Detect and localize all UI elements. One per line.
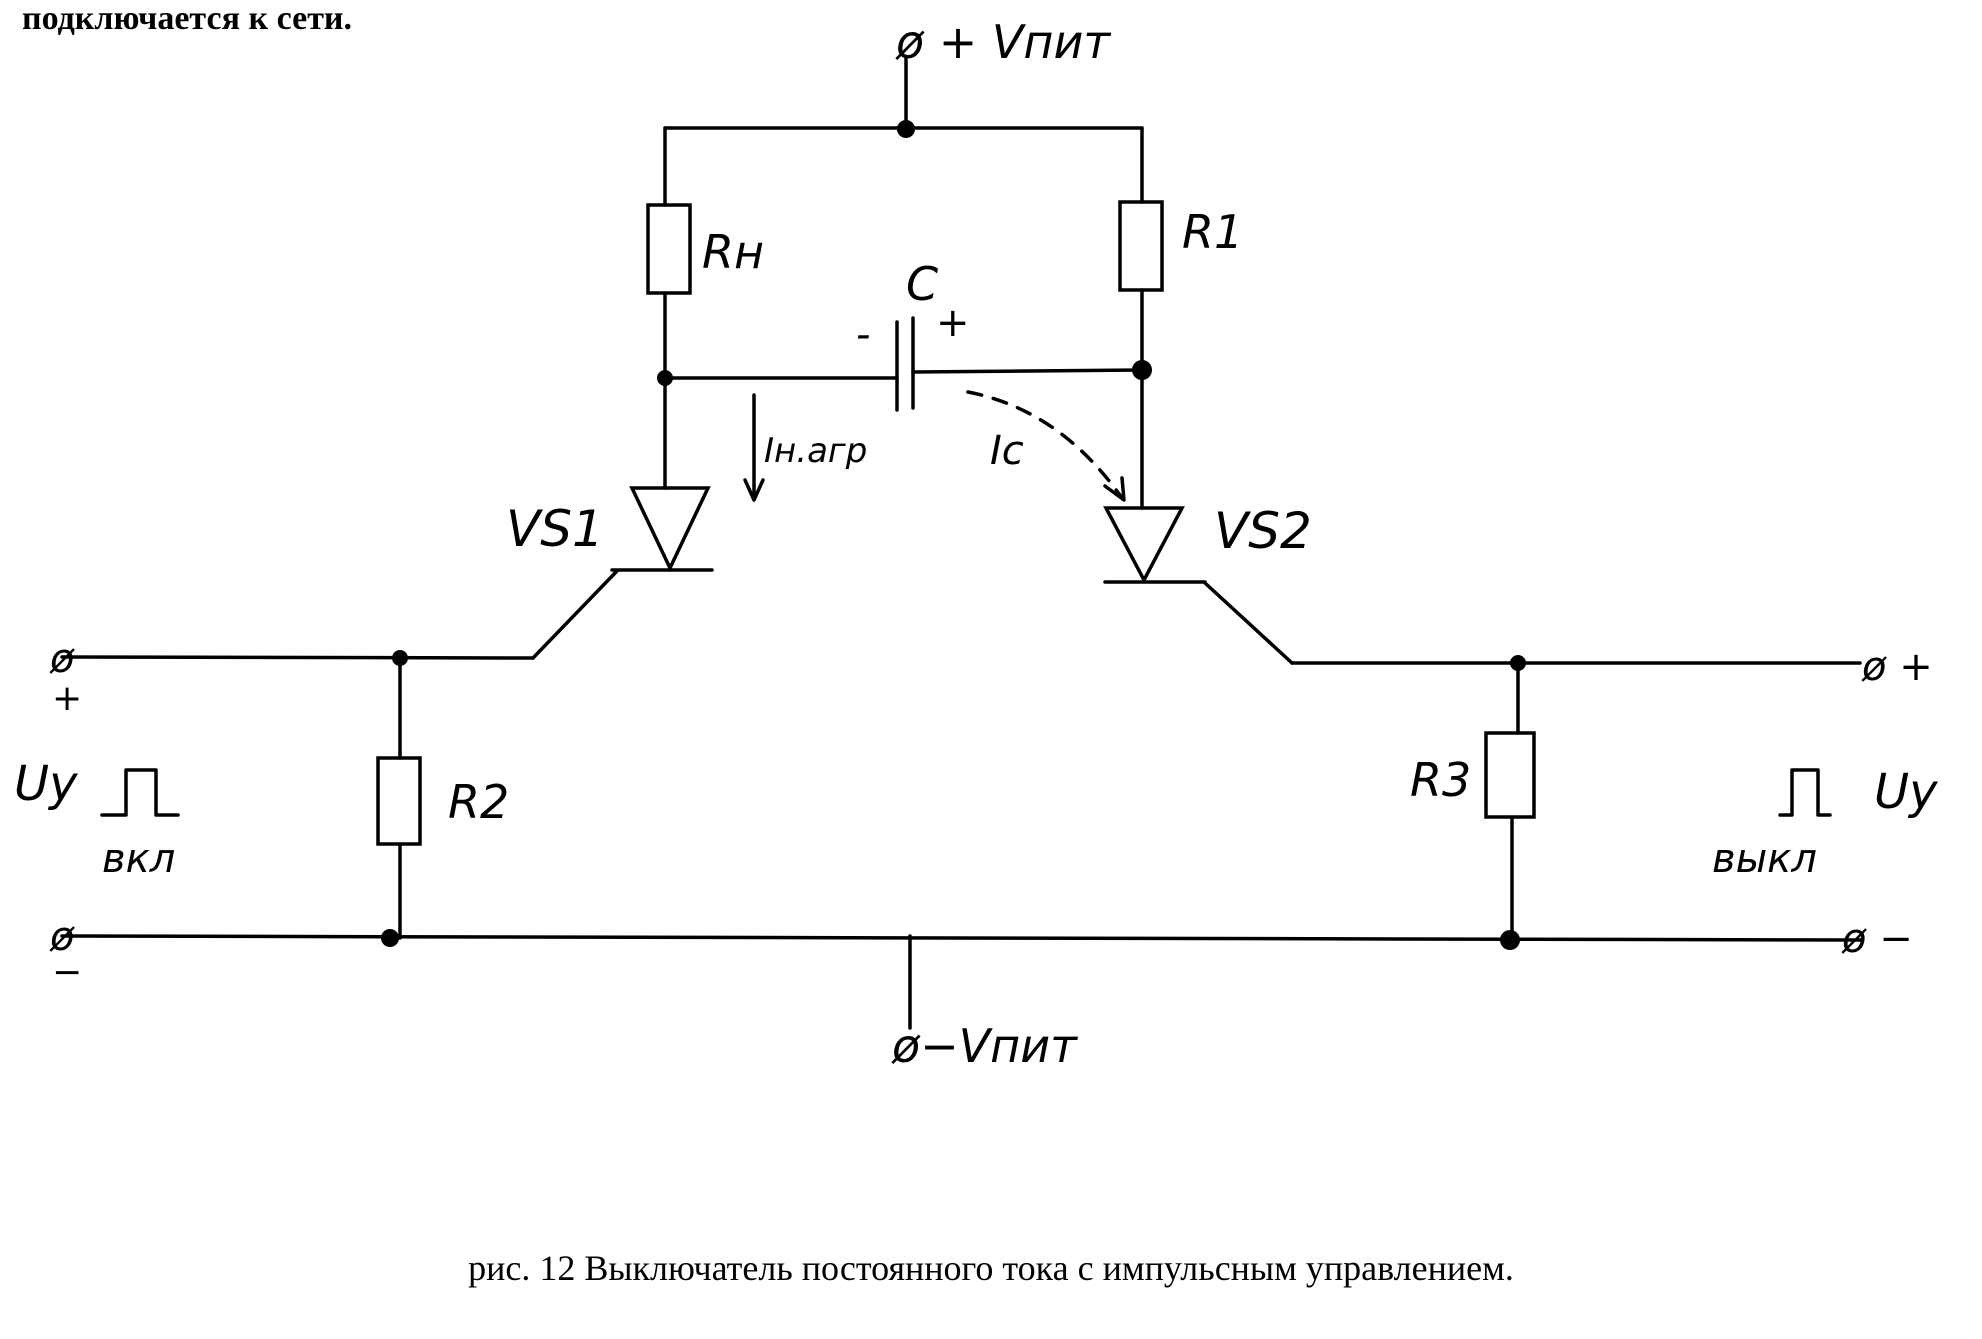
resistor-rn	[646, 203, 692, 295]
thyristor-vs2-label: VS2	[1214, 502, 1312, 560]
capacitor-label: C	[906, 257, 938, 311]
resistor-r3	[1484, 731, 1536, 819]
control-voltage-left-label: Uy	[14, 756, 78, 812]
capacitor-plus-sign: +	[936, 300, 970, 346]
capacitor-minus-sign: -	[856, 312, 870, 358]
resistor-r2-label: R2	[448, 775, 509, 829]
left-bottom-sign: −	[52, 952, 82, 993]
positive-supply-wiring	[663, 56, 1144, 207]
pulse-off-label: выкл	[1712, 836, 1817, 882]
thyristor-vs1	[531, 376, 714, 660]
junction-dot	[1500, 930, 1520, 950]
left-control-wiring	[60, 650, 535, 940]
current-inagr-label: Iн.агр	[764, 431, 867, 471]
junction-dot	[897, 120, 915, 138]
resistor-r3-label: R3	[1410, 753, 1471, 807]
pulse-icon-off	[1778, 768, 1832, 817]
negative-rail-wiring	[60, 929, 1864, 1030]
current-ic-label: Ic	[990, 428, 1024, 474]
right-control-wiring	[1290, 655, 1862, 942]
current-arrow-inagr	[743, 393, 765, 502]
resistor-r1	[1118, 200, 1164, 292]
junction-dot	[381, 929, 399, 947]
pulse-icon-on	[100, 768, 180, 817]
resistor-r1-label: R1	[1182, 205, 1243, 259]
right-top-terminal: ø +	[1861, 644, 1933, 690]
left-top-sign: +	[52, 678, 82, 719]
right-bottom-terminal: ø −	[1841, 916, 1913, 962]
pulse-on-label: вкл	[102, 836, 175, 882]
context-text: подключается к сети.	[22, 0, 353, 37]
capacitor-c	[895, 316, 915, 412]
supply-plus-label: ø + Vпит	[895, 15, 1111, 69]
thyristor-vs1-label: VS1	[506, 500, 604, 558]
thyristor-vs2	[1103, 368, 1294, 665]
resistor-rn-label: Rн	[702, 225, 764, 279]
resistor-r2	[376, 756, 422, 846]
left-bottom-terminal: ø	[49, 914, 75, 960]
figure-caption: рис. 12 Выключатель постоянного тока с и…	[468, 1248, 1514, 1288]
control-voltage-right-label: Uy	[1874, 764, 1938, 820]
capacitor-wiring	[657, 288, 1152, 386]
current-arrow-ic	[966, 390, 1126, 502]
supply-minus-label: ø−Vпит	[891, 1019, 1078, 1073]
left-top-terminal: ø	[49, 636, 75, 682]
